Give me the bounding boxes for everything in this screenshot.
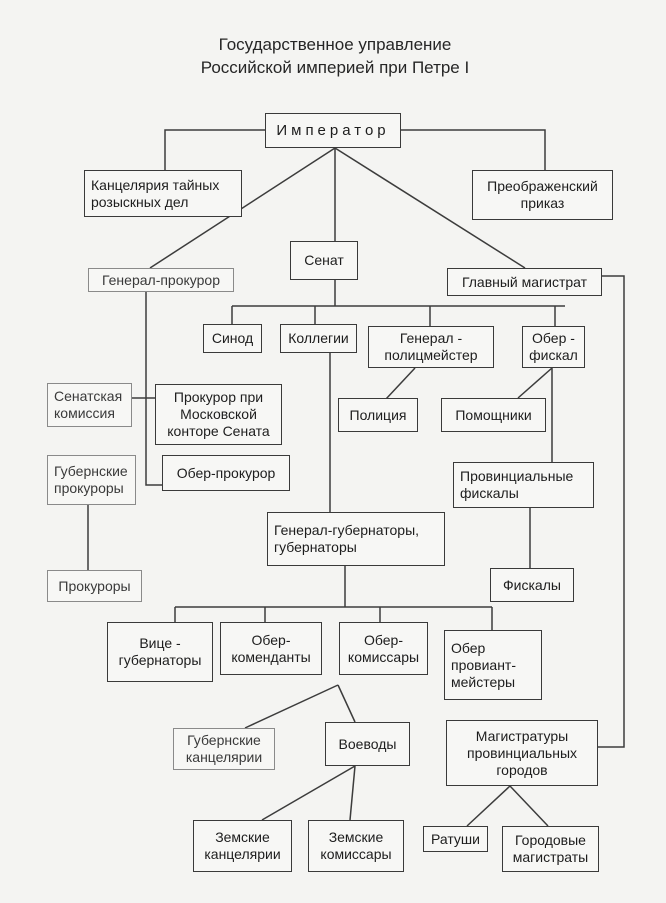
node-chief-magistrate-label: Главный магистрат — [461, 273, 588, 290]
node-police-label: Полиция — [349, 406, 407, 423]
node-secret-chancellery: Канцелярия тайных розыскных дел — [84, 170, 242, 217]
node-fiscals-label: Фискалы — [503, 576, 561, 593]
node-collegia: Коллегии — [280, 324, 357, 353]
node-ober-commissars: Обер- комиссары — [339, 622, 428, 675]
node-senate-commission-label: Сенатская комиссия — [54, 388, 123, 421]
node-gubernia-chancelleries-label: Губернские канцелярии — [185, 732, 263, 765]
node-secret-chancellery-label: Канцелярия тайных розыскных дел — [91, 176, 220, 210]
node-city-magistrates: Городовые магистраты — [502, 826, 599, 872]
node-gubernia-chancelleries: Губернские канцелярии — [173, 728, 275, 770]
node-prosecutors-label: Прокуроры — [58, 577, 131, 594]
node-moscow-prosecutor: Прокурор при Московской конторе Сената — [155, 384, 282, 445]
node-collegia-label: Коллегии — [288, 330, 349, 346]
node-police-master: Генерал - полицмейстер — [368, 326, 494, 368]
node-zemstvo-commissars-label: Земские комиссары — [320, 829, 392, 862]
title-line-1: Государственное управление — [218, 35, 452, 54]
node-police: Полиция — [338, 398, 418, 432]
node-governors-label: Генерал-губернаторы, губернаторы — [274, 522, 420, 555]
node-provincial-magistrates: Магистратуры провинциальных городов — [446, 720, 598, 786]
node-chief-magistrate: Главный магистрат — [447, 268, 602, 296]
node-moscow-prosecutor-label: Прокурор при Московской конторе Сената — [167, 389, 270, 439]
node-police-master-label: Генерал - полицмейстер — [384, 330, 478, 363]
node-fiscals: Фискалы — [490, 568, 574, 602]
node-ober-fiscal: Обер - фискал — [522, 326, 585, 368]
node-town-halls: Ратуши — [423, 826, 488, 852]
node-prosecutor-general: Генерал-прокурор — [88, 268, 234, 292]
node-ober-prosecutor-label: Обер-прокурор — [176, 464, 276, 481]
node-provincial-magistrates-label: Магистратуры провинциальных городов — [466, 727, 578, 778]
node-emperor: Император — [265, 113, 401, 148]
node-senate-commission: Сенатская комиссия — [47, 383, 132, 427]
node-assistants: Помощники — [441, 398, 546, 432]
node-synod: Синод — [203, 324, 262, 353]
node-gubernia-prosecutors: Губернские прокуроры — [47, 455, 136, 505]
node-senate: Сенат — [290, 241, 358, 280]
node-ober-commandants-label: Обер- коменданты — [231, 631, 311, 665]
node-gubernia-prosecutors-label: Губернские прокуроры — [54, 463, 128, 496]
diagram-title: Государственное управление Российской им… — [140, 33, 530, 79]
node-governors: Генерал-губернаторы, губернаторы — [267, 512, 445, 566]
node-zemstvo-chancelleries-label: Земские канцелярии — [204, 829, 281, 862]
node-zemstvo-commissars: Земские комиссары — [308, 820, 404, 872]
node-voevody: Воеводы — [325, 722, 410, 766]
node-ober-prosecutor: Обер-прокурор — [162, 455, 290, 491]
node-town-halls-label: Ратуши — [431, 830, 480, 847]
title-line-2: Российской империей при Петре I — [200, 58, 470, 77]
node-ober-fiscal-label: Обер - фискал — [529, 330, 578, 363]
node-voevody-label: Воеводы — [338, 735, 397, 752]
node-preobrazhensky: Преображенский приказ — [472, 170, 613, 220]
node-provincial-fiscals: Провинциальные фискалы — [453, 462, 594, 508]
node-city-magistrates-label: Городовые магистраты — [512, 832, 589, 865]
node-ober-commissars-label: Обер- комиссары — [347, 631, 420, 665]
node-emperor-label: Император — [276, 122, 390, 139]
node-vice-governors: Вице - губернаторы — [107, 622, 213, 682]
node-ober-proviant-label: Обер провиант- мейстеры — [451, 639, 517, 690]
node-vice-governors-label: Вице - губернаторы — [118, 635, 202, 668]
node-assistants-label: Помощники — [455, 406, 532, 423]
node-prosecutor-general-label: Генерал-прокурор — [102, 271, 220, 288]
node-provincial-fiscals-label: Провинциальные фискалы — [460, 468, 574, 501]
node-synod-label: Синод — [211, 330, 254, 346]
node-ober-proviant: Обер провиант- мейстеры — [444, 630, 542, 700]
node-prosecutors: Прокуроры — [47, 570, 142, 602]
node-senate-label: Сенат — [304, 252, 344, 268]
node-ober-commandants: Обер- коменданты — [220, 622, 322, 675]
node-preobrazhensky-label: Преображенский приказ — [487, 178, 598, 211]
node-zemstvo-chancelleries: Земские канцелярии — [193, 820, 292, 872]
